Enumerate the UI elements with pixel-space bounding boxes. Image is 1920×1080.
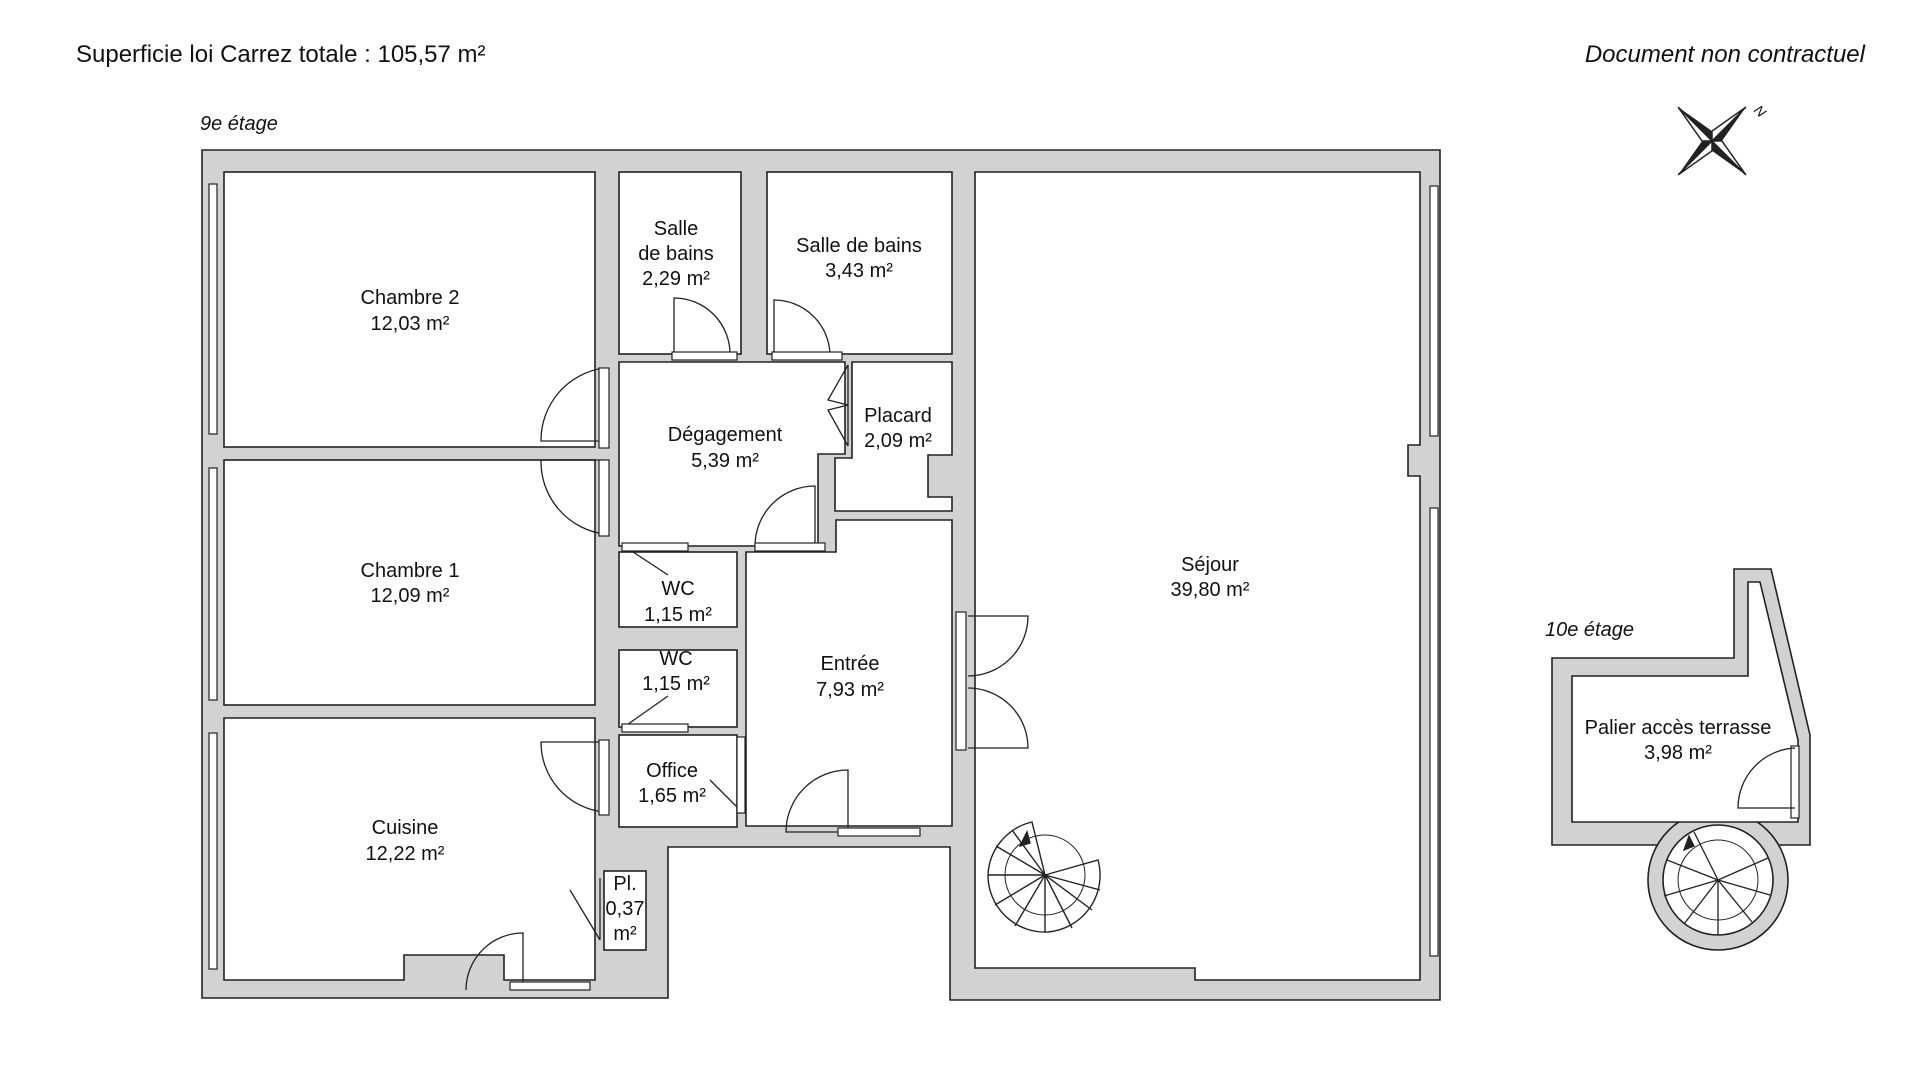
- room-office: [618, 734, 738, 828]
- door-entree: [785, 769, 849, 833]
- rooms: [223, 171, 1421, 981]
- label-chambre-1: Chambre 1: [361, 560, 460, 582]
- area-office: 1,65 m²: [638, 785, 706, 807]
- window-sejour-1: [1429, 185, 1439, 437]
- window-sejour-2: [1429, 507, 1439, 957]
- room-sejour: [974, 171, 1421, 981]
- total-area-label: Superficie loi Carrez totale : 105,57 m²: [76, 41, 486, 68]
- label-chambre-2: Chambre 2: [361, 287, 460, 309]
- area-salle-de-bains-2: 3,43 m²: [825, 260, 893, 282]
- label-salle-de-bains-1a: Salle: [654, 218, 698, 240]
- room-salle-de-bains-2: [766, 171, 953, 355]
- door-palier: [1737, 747, 1796, 809]
- label-degagement: Dégagement: [668, 424, 783, 446]
- compass-north-label: N: [1751, 102, 1770, 121]
- spiral-staircase-10: [1663, 831, 1771, 935]
- door-placard-small: [569, 878, 601, 941]
- label-placard-small: Pl.: [613, 873, 636, 895]
- label-palier: Palier accès terrasse: [1585, 717, 1772, 739]
- room-degagement: [618, 361, 846, 547]
- room-wc-2: [618, 649, 738, 728]
- area-cuisine: 12,22 m²: [366, 843, 445, 865]
- door-thresholds: [509, 351, 967, 991]
- area-placard: 2,09 m²: [864, 430, 932, 452]
- label-wc-2: WC: [659, 648, 692, 670]
- label-office: Office: [646, 760, 698, 782]
- door-sejour: [967, 615, 1029, 749]
- room-labels: Chambre 2 12,03 m² Chambre 1 12,09 m² Cu…: [361, 218, 1772, 945]
- room-entree: [745, 519, 953, 827]
- window-palier: [1790, 745, 1800, 819]
- windows: [208, 183, 1439, 970]
- spiral-staircase-9: [987, 821, 1101, 933]
- area-salle-de-bains-1: 2,29 m²: [642, 268, 710, 290]
- area-degagement: 5,39 m²: [691, 450, 759, 472]
- compass-icon: [1677, 106, 1747, 176]
- label-placard: Placard: [864, 405, 932, 427]
- room-wc-1: [618, 551, 738, 628]
- room-placard-small: [603, 870, 647, 951]
- door-placard: [827, 364, 849, 447]
- floor-10-label: 10e étage: [1545, 619, 1634, 641]
- label-cuisine: Cuisine: [372, 817, 439, 839]
- area-placard-small-1: 0,37: [606, 898, 645, 920]
- room-placard: [834, 361, 953, 512]
- label-salle-de-bains-2: Salle de bains: [796, 235, 922, 257]
- room-cuisine: [223, 717, 596, 981]
- area-sejour: 39,80 m²: [1171, 579, 1250, 601]
- area-chambre-1: 12,09 m²: [371, 585, 450, 607]
- label-entree: Entrée: [821, 653, 880, 675]
- label-wc-1: WC: [661, 578, 694, 600]
- area-entree: 7,93 m²: [816, 679, 884, 701]
- window-chambre-2: [208, 183, 218, 435]
- area-chambre-2: 12,03 m²: [371, 313, 450, 335]
- room-chambre-1: [223, 459, 596, 706]
- area-palier: 3,98 m²: [1644, 742, 1712, 764]
- disclaimer-label: Document non contractuel: [1585, 41, 1866, 68]
- window-chambre-1: [208, 467, 218, 701]
- door-cuisine-exit: [465, 932, 524, 991]
- area-placard-small-2: m²: [613, 923, 637, 945]
- area-wc-1: 1,15 m²: [644, 604, 712, 626]
- window-cuisine: [208, 732, 218, 970]
- room-chambre-2: [223, 171, 596, 448]
- label-salle-de-bains-1b: de bains: [638, 243, 714, 265]
- label-sejour: Séjour: [1181, 554, 1239, 576]
- floor-9-label: 9e étage: [200, 113, 278, 135]
- area-wc-2: 1,15 m²: [642, 673, 710, 695]
- room-palier: [1571, 581, 1799, 823]
